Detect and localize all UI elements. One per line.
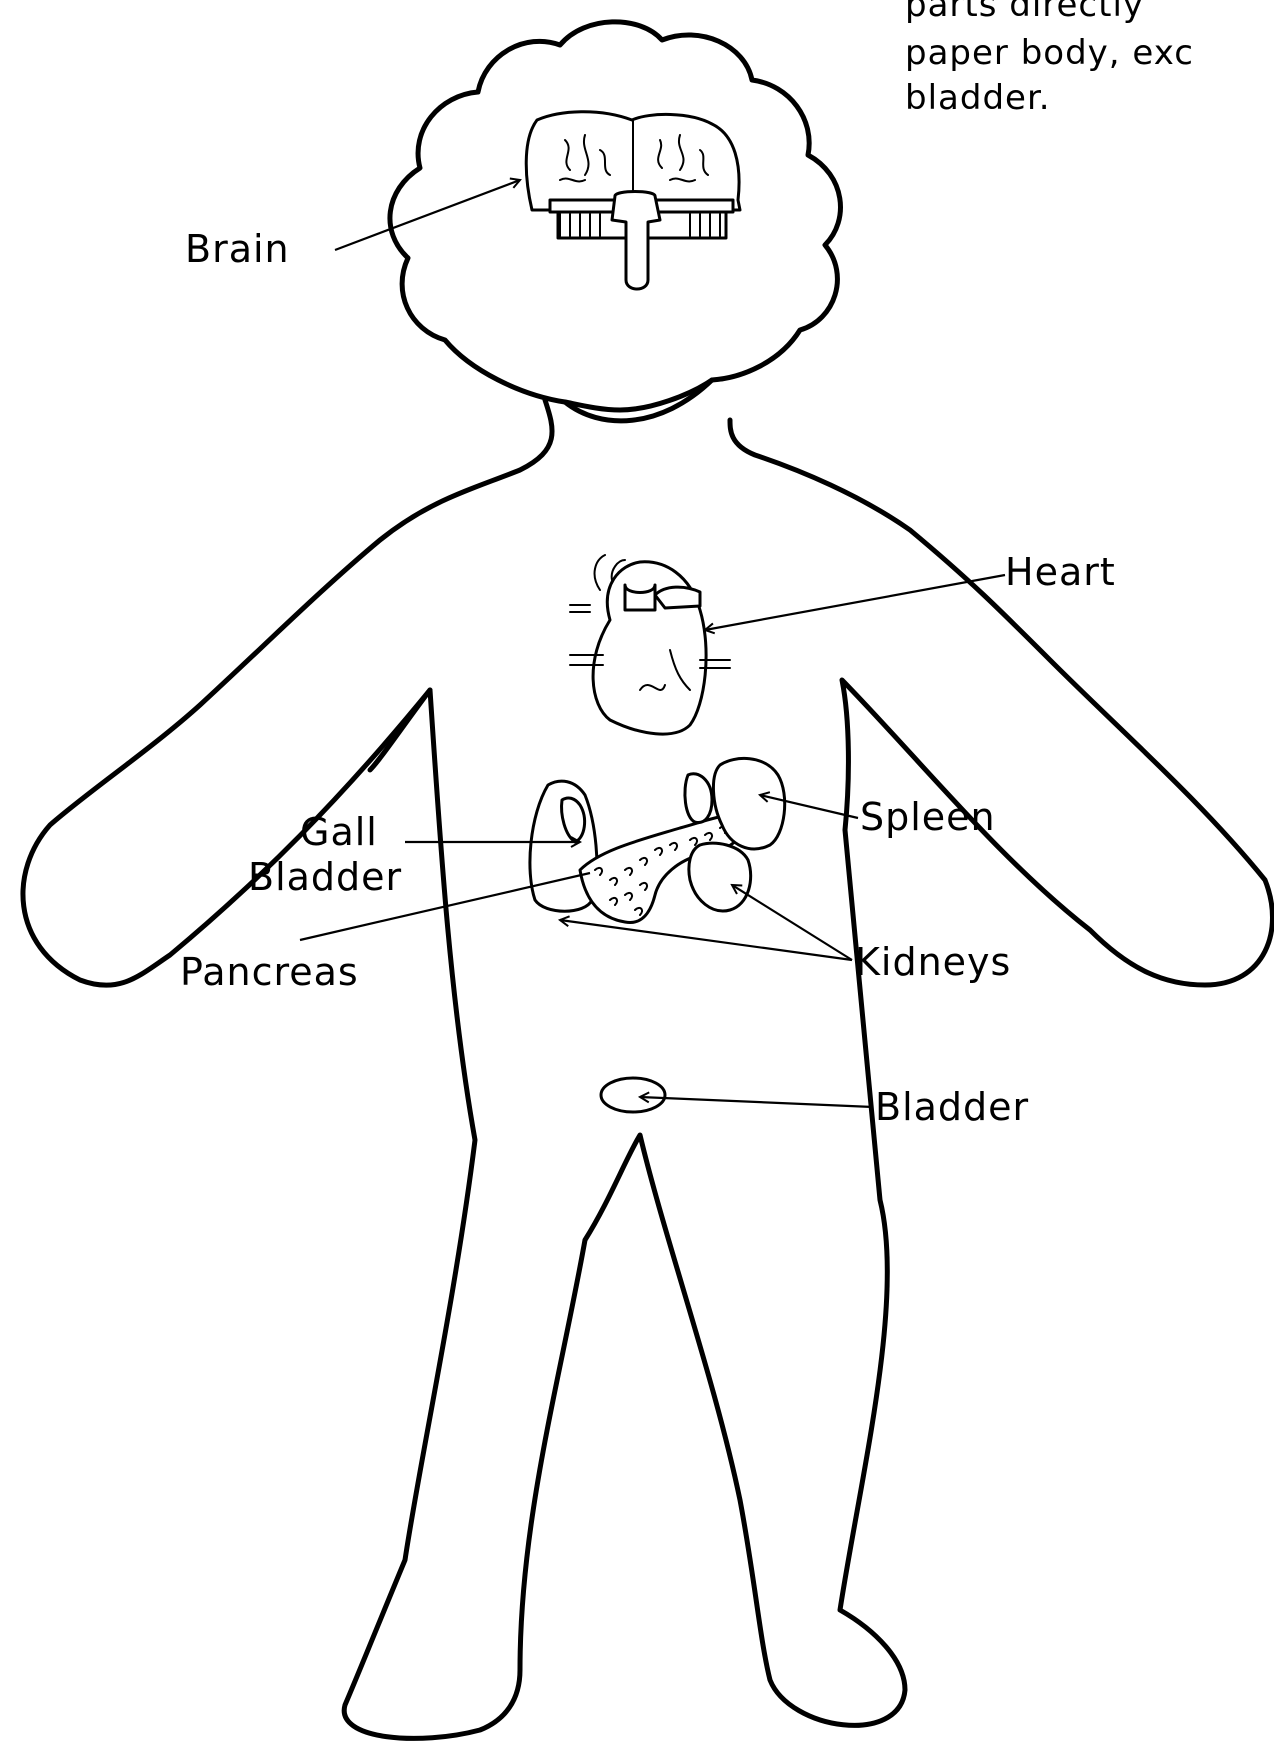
leader-kidneys-right: [732, 885, 852, 960]
label-pancreas: Pancreas: [180, 950, 359, 994]
leader-brain: [335, 180, 520, 250]
instruction-note: parts directly paper body, exc bladder.: [905, 0, 1194, 118]
note-line-2: paper body, exc: [905, 33, 1194, 73]
label-gall-bladder-2: Bladder: [248, 855, 402, 899]
label-bladder: Bladder: [875, 1085, 1029, 1129]
label-heart: Heart: [1005, 550, 1116, 594]
kidney-right-illustration: [689, 843, 751, 911]
label-spleen: Spleen: [860, 795, 996, 839]
chin-outline: [565, 380, 712, 421]
note-line-3: bladder.: [905, 78, 1051, 118]
label-gall-bladder-1: Gall: [300, 810, 378, 854]
label-brain: Brain: [185, 227, 290, 271]
torso-left-inner: [370, 690, 430, 770]
leader-heart: [705, 575, 1005, 630]
note-line-1: parts directly: [905, 0, 1144, 25]
leader-bladder: [640, 1097, 873, 1107]
leader-kidneys-left: [560, 920, 852, 960]
brain-illustration: [526, 112, 740, 289]
bladder-illustration: [601, 1078, 665, 1112]
label-kidneys: Kidneys: [855, 940, 1011, 984]
heart-illustration: [570, 555, 730, 734]
